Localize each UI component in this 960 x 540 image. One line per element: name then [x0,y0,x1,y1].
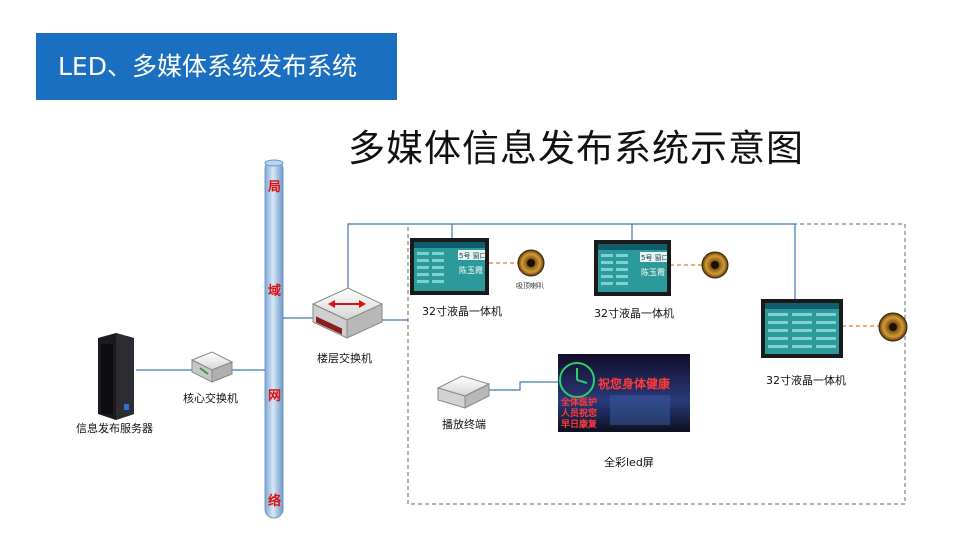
player-label: 播放终端 [442,418,486,431]
network-label-char-1: 局 [268,180,282,195]
lcd2-label: 32寸液晶一体机 [594,307,674,320]
speaker-1 [517,249,545,277]
server-label: 信息发布服务器 [76,422,153,435]
lcd-unit-1 [410,238,489,295]
lcd2-name-label: 陈玉霞 [641,268,665,277]
led-screen-label: 全彩led屏 [604,456,654,469]
network-label-char-4: 络 [268,494,282,509]
publishing-server [98,333,134,420]
network-label-char-2: 域 [268,284,282,299]
floor-switch-label: 楼层交换机 [317,352,372,365]
speaker-links [489,262,880,327]
core-switch-device [190,351,234,383]
lcd3-label: 32寸液晶一体机 [766,374,846,387]
diagram-title: 多媒体信息发布系统示意图 [348,127,804,170]
floor-switch-device [311,287,384,339]
network-links [136,223,796,391]
lan-backbone-pipe [264,159,284,519]
lcd1-window-label: 5号 窗口 [459,252,487,260]
player-terminal-device [436,375,491,409]
led-line-3: 早日康复 [561,420,598,430]
led-line-2: 人员祝您 [561,409,598,419]
section-title-banner: LED、多媒体系统发布系统 [36,33,397,100]
core-switch-label: 核心交换机 [183,392,238,405]
network-label-char-3: 网 [268,389,282,404]
lcd2-window-label: 5号 窗口 [641,254,669,262]
section-title: LED、多媒体系统发布系统 [58,52,357,81]
led-line-1: 全体医护 [561,398,598,408]
lcd-unit-2 [594,240,671,296]
led-screen-device [558,354,690,432]
lcd1-name-label: 陈玉霞 [459,266,483,275]
speaker-2 [701,251,729,279]
led-banner-text: 祝您身体健康 [598,377,671,391]
lcd-unit-3 [761,299,843,358]
lcd1-label: 32寸液晶一体机 [422,305,502,318]
speaker-3 [878,312,908,342]
speaker-caption: 吸顶喇叭 [516,282,544,290]
